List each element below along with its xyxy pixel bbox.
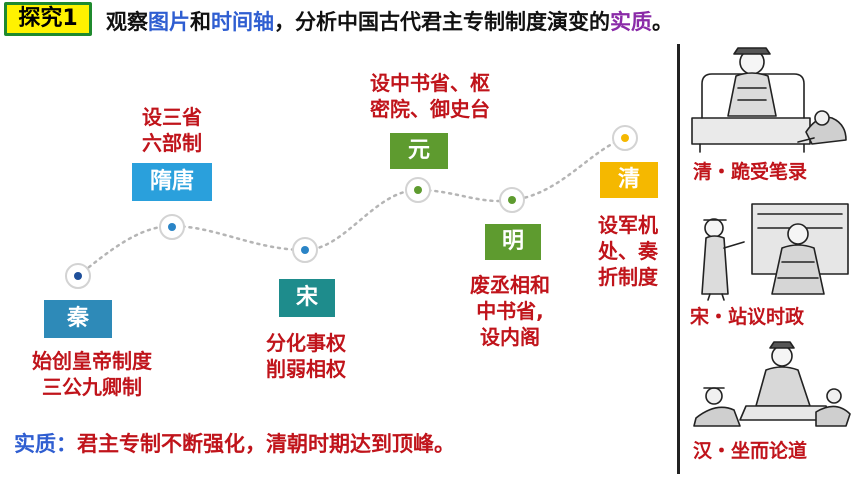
caption-suitang: 设三省 六部制 bbox=[112, 104, 232, 156]
side-caption-han: 汉・坐而论道 bbox=[693, 440, 808, 462]
dynasty-box-suitang: 隋唐 bbox=[132, 163, 212, 201]
dynasty-label-qing: 清 bbox=[617, 167, 640, 192]
han-seated-discussion-illustration bbox=[693, 341, 851, 427]
caption-suitang-line: 六部制 bbox=[142, 131, 202, 155]
dynasty-label-qin: 秦 bbox=[66, 306, 89, 331]
timeline-node-yuan bbox=[405, 177, 431, 203]
title-keyword-essence: 实质 bbox=[610, 10, 652, 34]
timeline-path bbox=[76, 136, 627, 278]
title-part-4: 。 bbox=[652, 10, 673, 34]
dynasty-box-qing: 清 bbox=[600, 162, 658, 198]
title-keyword-pictures: 图片 bbox=[148, 10, 190, 34]
title-part-2: 和 bbox=[190, 10, 211, 34]
title-keyword-timeline: 时间轴 bbox=[211, 10, 274, 34]
caption-yuan-line: 设中书省、枢 bbox=[370, 71, 490, 95]
dynasty-label-suitang: 隋唐 bbox=[149, 169, 194, 194]
caption-yuan-line: 密院、御史台 bbox=[370, 97, 490, 121]
title-part-1: 观察 bbox=[106, 10, 148, 34]
caption-ming-line: 废丞相和 bbox=[470, 273, 550, 297]
title-part-3: ，分析中国古代君主专制制度演变的 bbox=[274, 10, 610, 34]
dynasty-box-qin: 秦 bbox=[44, 300, 112, 338]
dynasty-label-ming: 明 bbox=[501, 229, 524, 254]
timeline-node-suitang bbox=[159, 214, 185, 240]
caption-qin-line: 三公九卿制 bbox=[42, 375, 142, 399]
section-tag: 探究1 bbox=[4, 2, 92, 36]
dynasty-box-ming: 明 bbox=[485, 224, 541, 260]
timeline-curve bbox=[65, 125, 638, 289]
qing-kneeling-scribe-illustration bbox=[691, 47, 847, 153]
summary-label: 实质： bbox=[14, 432, 77, 456]
caption-yuan: 设中书省、枢 密院、御史台 bbox=[346, 70, 514, 122]
dynasty-box-yuan: 元 bbox=[390, 133, 448, 169]
caption-ming-line: 设内阁 bbox=[480, 325, 540, 349]
song-standing-officials-illustration bbox=[701, 203, 849, 301]
caption-song-line: 削弱相权 bbox=[266, 357, 346, 381]
dynasty-label-yuan: 元 bbox=[407, 138, 430, 163]
side-caption-song: 宋・站议时政 bbox=[690, 306, 805, 328]
timeline-node-ming bbox=[499, 187, 525, 213]
caption-qing-line: 处、奏 bbox=[598, 239, 658, 263]
page-title: 观察图片和时间轴，分析中国古代君主专制制度演变的实质。 bbox=[106, 6, 673, 36]
dynasty-label-song: 宋 bbox=[295, 285, 318, 310]
vertical-divider bbox=[677, 44, 680, 474]
caption-song-line: 分化事权 bbox=[266, 331, 346, 355]
caption-qing-line: 设军机 bbox=[598, 213, 658, 237]
caption-qin-line: 始创皇帝制度 bbox=[32, 349, 152, 373]
timeline-node-qing bbox=[612, 125, 638, 151]
caption-qin: 始创皇帝制度 三公九卿制 bbox=[8, 348, 176, 400]
side-caption-qing: 清・跪受笔录 bbox=[693, 161, 808, 183]
caption-suitang-line: 设三省 bbox=[142, 105, 202, 129]
dynasty-box-song: 宋 bbox=[279, 279, 335, 317]
caption-qing-line: 折制度 bbox=[598, 265, 658, 289]
timeline-node-song bbox=[292, 237, 318, 263]
timeline-node-qin bbox=[65, 263, 91, 289]
summary-statement: 实质：君主专制不断强化，清朝时期达到顶峰。 bbox=[14, 428, 455, 458]
section-tag-label: 探究1 bbox=[7, 5, 89, 33]
caption-song: 分化事权 削弱相权 bbox=[244, 330, 368, 382]
caption-ming-line: 中书省, bbox=[476, 299, 544, 323]
caption-ming: 废丞相和 中书省, 设内阁 bbox=[452, 272, 568, 350]
caption-qing: 设军机 处、奏 折制度 bbox=[582, 212, 674, 290]
summary-text: 君主专制不断强化，清朝时期达到顶峰。 bbox=[77, 432, 455, 456]
